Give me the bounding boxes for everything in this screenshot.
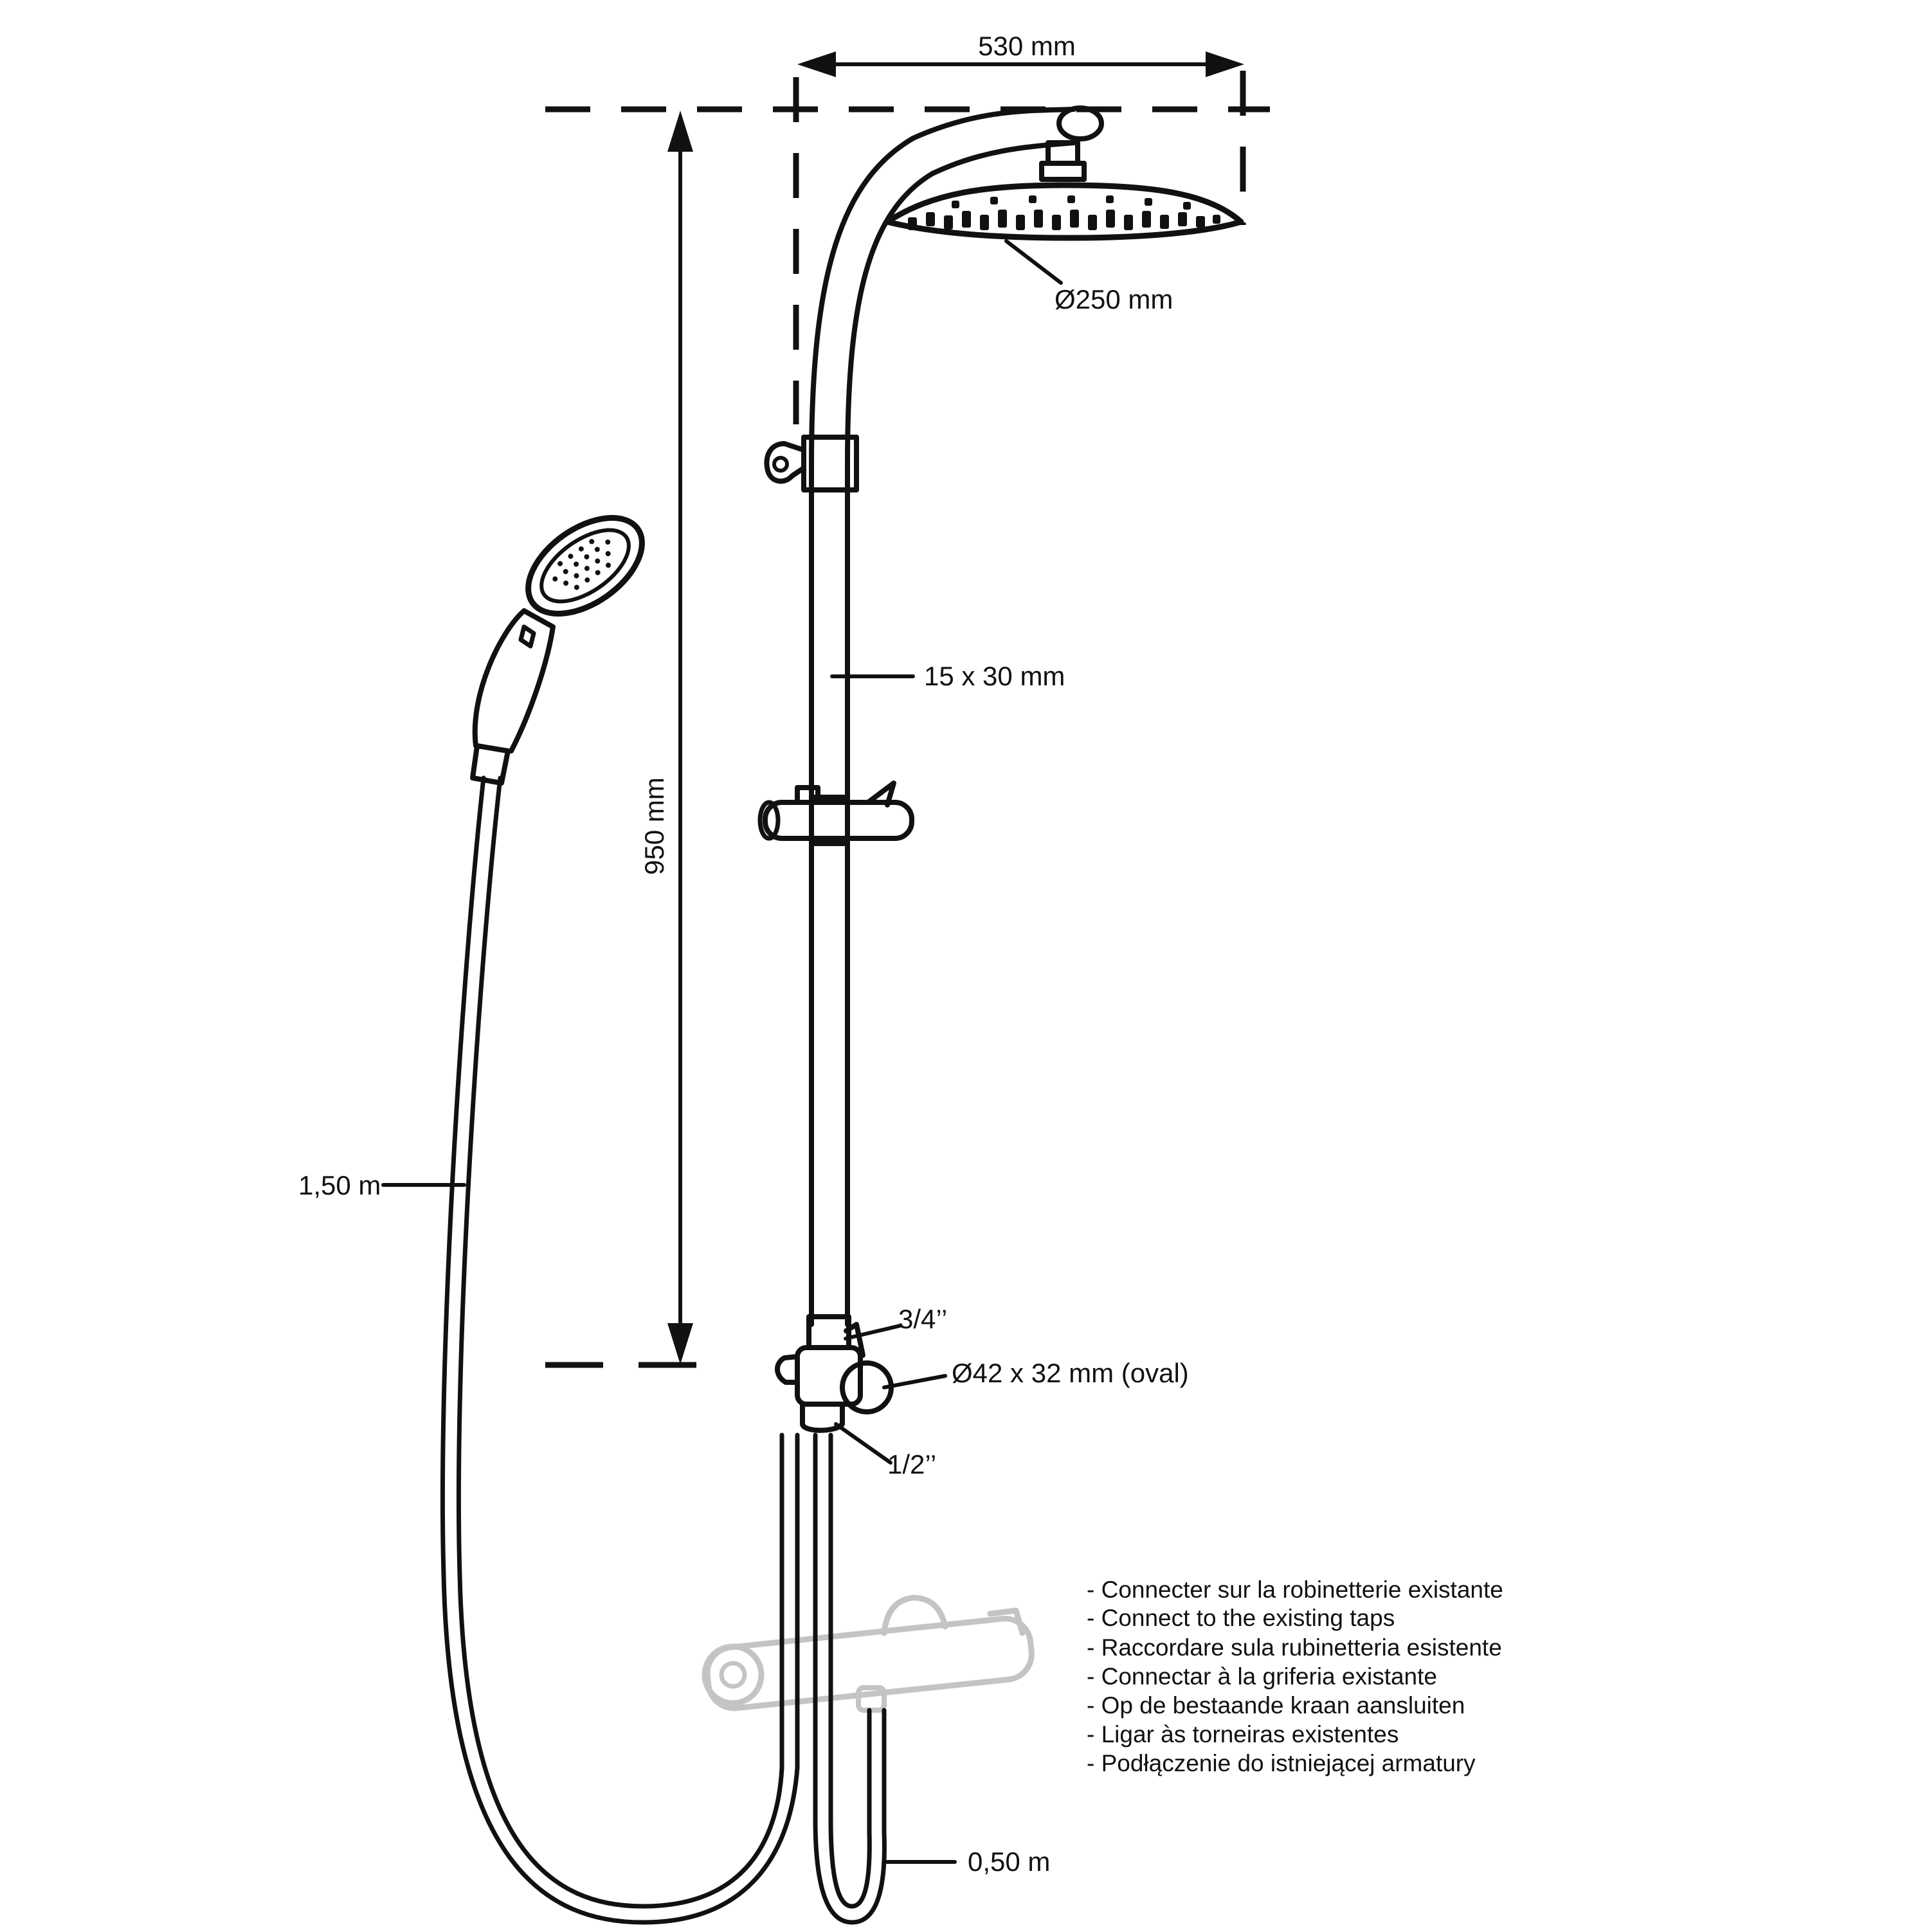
hand-shower-cone	[470, 743, 511, 786]
width-arrow-left	[797, 51, 836, 77]
upper-holder-hook-eye	[772, 456, 789, 473]
rain-head-nozzles	[908, 195, 1220, 230]
thread-bottom-label: 1/2’’	[887, 1449, 936, 1479]
width-label: 530 mm	[978, 31, 1076, 61]
head-joint-collar	[1039, 161, 1087, 182]
mixer-right-detail	[987, 1607, 1026, 1636]
diverter-body	[795, 1345, 863, 1407]
upper-holder	[764, 435, 859, 492]
upper-holder-hook	[764, 441, 806, 484]
instruction-nl: - Op de bestaande kraan aansluiten	[1087, 1692, 1465, 1719]
short-hose	[813, 1432, 887, 1925]
hand-shower-head	[525, 515, 645, 617]
long-hose-outer	[440, 775, 800, 1925]
mixer-top-fitting	[881, 1594, 948, 1636]
sliding-holder-collar	[809, 795, 850, 846]
height-arrow-top	[667, 111, 693, 152]
thread-bottom-leader	[834, 1422, 892, 1465]
sliding-holder-body	[763, 800, 914, 841]
existing-mixer-outline	[702, 1594, 1035, 1713]
rain-shower-head: Ø250 mm	[884, 182, 1244, 314]
rail-section: 15 x 30 mm	[830, 661, 1065, 691]
rail-section-label: 15 x 30 mm	[924, 661, 1065, 691]
long-hose-label: 1,50 m	[298, 1170, 381, 1200]
height-dimension: 950 mm	[639, 111, 693, 1364]
hand-shower-button	[518, 624, 536, 649]
height-label: 950 mm	[639, 777, 669, 875]
long-hose	[440, 775, 800, 1925]
body-oval-leader	[882, 1374, 947, 1389]
long-hose-inner	[456, 775, 784, 1909]
diverter-left-spout	[775, 1354, 800, 1385]
thread-top-leader	[844, 1324, 902, 1341]
column-outer-line	[809, 107, 1076, 1327]
sliding-holder-lever	[865, 781, 896, 808]
diverter-lever	[844, 1322, 865, 1358]
sliding-holder-left-end	[757, 800, 781, 841]
mixer-left-knob-center	[719, 1661, 747, 1689]
head-diameter-label: Ø250 mm	[1055, 284, 1173, 314]
instruction-pl: - Podłączenie do istniejącej armatury	[1087, 1750, 1476, 1776]
width-arrow-right	[1206, 51, 1244, 77]
thread-top-label: 3/4’’	[898, 1304, 947, 1334]
diameter-leader-line	[1004, 239, 1063, 285]
shower-column	[809, 105, 1104, 1327]
short-hose-inner	[828, 1432, 872, 1909]
instruction-pt: - Ligar às torneiras existentes	[1087, 1721, 1399, 1747]
hand-shower	[470, 515, 645, 786]
instruction-fr: - Connecter sur la robinetterie existant…	[1087, 1576, 1503, 1603]
short-hose-outer	[813, 1432, 887, 1925]
short-hose-dimension: 0,50 m	[884, 1846, 1050, 1877]
diverter	[775, 1314, 894, 1433]
short-hose-label: 0,50 m	[968, 1846, 1050, 1877]
diverter-lower-outlet	[800, 1402, 845, 1433]
hand-shower-handle	[472, 608, 556, 754]
instruction-en: - Connect to the existing taps	[1087, 1605, 1395, 1631]
upper-holder-block	[801, 435, 859, 492]
head-arm-cap	[1056, 105, 1104, 141]
body-oval-label: Ø42 x 32 mm (oval)	[952, 1358, 1189, 1388]
long-hose-dimension: 1,50 m	[298, 1170, 466, 1200]
rain-head-plate	[884, 182, 1244, 241]
fitting-dimensions: 3/4’’ Ø42 x 32 mm (oval) 1/2’’	[834, 1304, 1189, 1479]
hand-shower-face	[539, 528, 631, 604]
height-arrow-bottom	[667, 1323, 693, 1364]
width-dimension: 530 mm	[797, 31, 1244, 77]
hand-shower-nozzles	[552, 539, 611, 590]
instruction-list: - Connecter sur la robinetterie existant…	[1087, 1576, 1503, 1776]
column-inner-line	[845, 140, 1076, 1327]
mixer-left-knob	[702, 1643, 765, 1706]
diverter-top-nut	[806, 1314, 851, 1350]
instruction-it: - Raccordare sula rubinetteria esistente	[1087, 1634, 1502, 1661]
sliding-holder	[757, 781, 914, 846]
reference-lines	[545, 71, 1270, 1368]
instruction-es: - Connectar à la griferia existante	[1087, 1663, 1437, 1690]
